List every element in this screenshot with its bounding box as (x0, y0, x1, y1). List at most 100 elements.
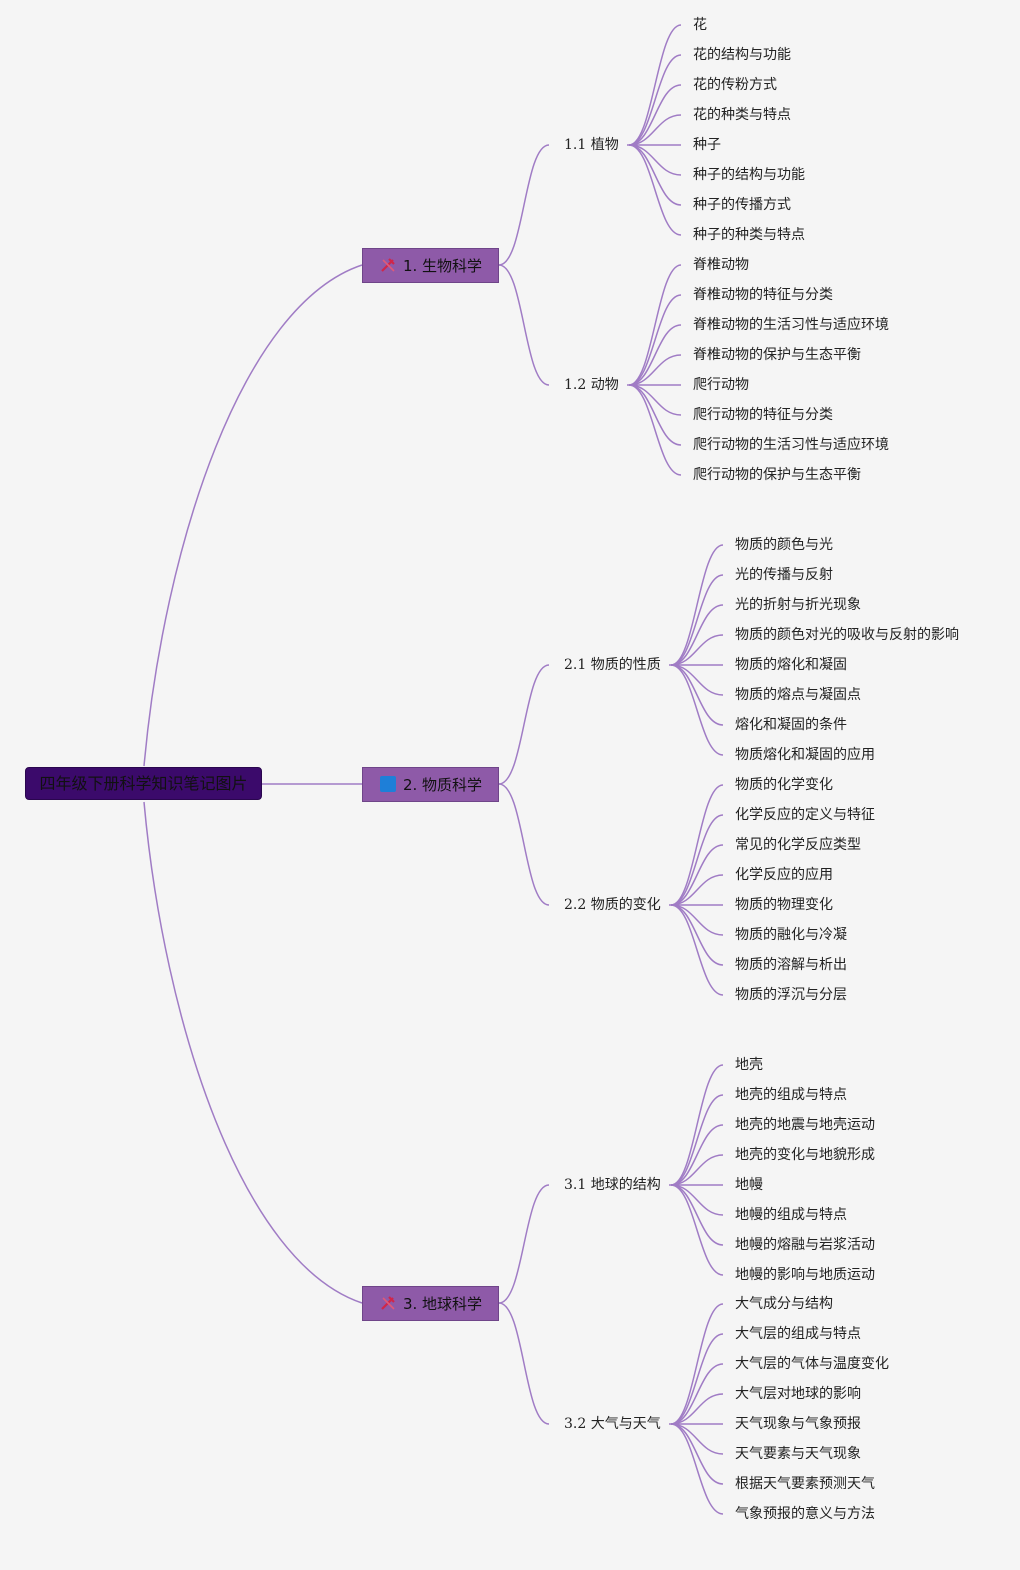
sub-to-leaf-line (670, 664, 724, 726)
leaf-topic: 地幔的熔融与岩浆活动 (735, 1237, 875, 1253)
leaf-topic: 物质的化学变化 (735, 777, 833, 793)
tools-icon (379, 256, 397, 274)
sub-to-leaf-line (628, 54, 682, 146)
leaf-topic: 脊椎动物 (693, 257, 749, 273)
sub-to-leaf-line (670, 1154, 724, 1186)
branch-to-sub-line (498, 264, 550, 386)
leaf-topic: 脊椎动物的保护与生态平衡 (693, 347, 861, 363)
leaf-topic: 气象预报的意义与方法 (735, 1506, 875, 1522)
tools-icon (379, 1294, 397, 1312)
leaf-topic: 地壳的变化与地貌形成 (735, 1147, 875, 1163)
root-to-branch-line (143, 264, 363, 767)
leaf-topic: 熔化和凝固的条件 (735, 717, 847, 733)
leaf-topic: 地壳的组成与特点 (735, 1087, 847, 1103)
branch-node: 1. 生物科学 (362, 247, 499, 283)
sub-to-leaf-line (670, 574, 724, 666)
root-node: 四年级下册科学知识笔记图片 (25, 767, 262, 800)
leaf-topic: 物质的浮沉与分层 (735, 987, 847, 1003)
leaf-topic: 爬行动物的保护与生态平衡 (693, 467, 861, 483)
leaf-topic: 种子 (693, 137, 721, 153)
sub-to-leaf-line (670, 844, 724, 906)
sub-to-leaf-line (670, 784, 724, 906)
leaf-topic: 花的结构与功能 (693, 47, 791, 63)
leaf-topic: 花的传粉方式 (693, 77, 777, 93)
branch-to-sub-line (498, 783, 550, 906)
blue-square-icon (379, 775, 397, 793)
leaf-topic: 物质的熔点与凝固点 (735, 687, 861, 703)
leaf-topic: 爬行动物 (693, 377, 749, 393)
sub-topic: 2.2 物质的变化 (564, 897, 661, 913)
leaf-topic: 物质的颜色与光 (735, 537, 833, 553)
leaf-topic: 根据天气要素预测天气 (735, 1476, 875, 1492)
sub-to-leaf-line (628, 294, 682, 386)
leaf-topic: 种子的种类与特点 (693, 227, 805, 243)
sub-to-leaf-line (628, 84, 682, 146)
leaf-topic: 地幔的影响与地质运动 (735, 1267, 875, 1283)
leaf-topic: 光的折射与折光现象 (735, 597, 861, 613)
sub-topic: 1.1 植物 (564, 137, 619, 153)
branch-label: 3. 地球科学 (402, 1294, 483, 1313)
sub-to-leaf-line (628, 384, 682, 476)
root-to-branch-line (143, 801, 363, 1304)
leaf-topic: 爬行动物的特征与分类 (693, 407, 833, 423)
sub-to-leaf-line (670, 604, 724, 666)
leaf-topic: 常见的化学反应类型 (735, 837, 861, 853)
sub-to-leaf-line (670, 1064, 724, 1186)
sub-to-leaf-line (628, 114, 682, 146)
leaf-topic: 爬行动物的生活习性与适应环境 (693, 437, 889, 453)
leaf-topic: 天气现象与气象预报 (735, 1416, 861, 1432)
leaf-topic: 物质熔化和凝固的应用 (735, 747, 875, 763)
leaf-topic: 大气层的组成与特点 (735, 1326, 861, 1342)
sub-topic: 3.1 地球的结构 (564, 1177, 661, 1193)
leaf-topic: 地幔的组成与特点 (735, 1207, 847, 1223)
leaf-topic: 种子的结构与功能 (693, 167, 805, 183)
branch-node: 2. 物质科学 (362, 766, 499, 802)
leaf-topic: 地壳的地震与地壳运动 (735, 1117, 875, 1133)
sub-to-leaf-line (670, 1124, 724, 1186)
branch-to-sub-line (498, 1184, 550, 1304)
leaf-topic: 物质的溶解与析出 (735, 957, 847, 973)
leaf-topic: 物质的颜色对光的吸收与反射的影响 (735, 627, 959, 643)
sub-to-leaf-line (670, 1184, 724, 1276)
sub-to-leaf-line (670, 1094, 724, 1186)
branch-to-sub-line (498, 144, 550, 266)
leaf-topic: 花的种类与特点 (693, 107, 791, 123)
leaf-topic: 物质的融化与冷凝 (735, 927, 847, 943)
branch-to-sub-line (498, 664, 550, 785)
leaf-topic: 种子的传播方式 (693, 197, 791, 213)
sub-to-leaf-line (628, 144, 682, 206)
sub-to-leaf-line (670, 664, 724, 756)
leaf-topic: 化学反应的定义与特征 (735, 807, 875, 823)
sub-to-leaf-line (628, 384, 682, 446)
sub-to-leaf-line (670, 1184, 724, 1246)
leaf-topic: 脊椎动物的生活习性与适应环境 (693, 317, 889, 333)
sub-to-leaf-line (670, 874, 724, 906)
sub-to-leaf-line (628, 324, 682, 386)
sub-to-leaf-line (670, 1333, 724, 1425)
sub-to-leaf-line (628, 144, 682, 236)
leaf-topic: 大气层对地球的影响 (735, 1386, 861, 1402)
sub-to-leaf-line (670, 1423, 724, 1515)
sub-to-leaf-line (670, 904, 724, 966)
sub-to-leaf-line (670, 1393, 724, 1425)
leaf-topic: 物质的物理变化 (735, 897, 833, 913)
sub-to-leaf-line (670, 1423, 724, 1485)
sub-to-leaf-line (628, 354, 682, 386)
leaf-topic: 大气成分与结构 (735, 1296, 833, 1312)
branch-label: 2. 物质科学 (402, 775, 483, 794)
sub-to-leaf-line (670, 1363, 724, 1425)
leaf-topic: 脊椎动物的特征与分类 (693, 287, 833, 303)
leaf-topic: 天气要素与天气现象 (735, 1446, 861, 1462)
sub-to-leaf-line (670, 1303, 724, 1425)
branch-to-sub-line (498, 1302, 550, 1425)
leaf-topic: 光的传播与反射 (735, 567, 833, 583)
sub-to-leaf-line (628, 264, 682, 386)
sub-topic: 3.2 大气与天气 (564, 1416, 661, 1432)
sub-to-leaf-line (670, 544, 724, 666)
sub-to-leaf-line (670, 814, 724, 906)
sub-to-leaf-line (670, 634, 724, 666)
leaf-topic: 化学反应的应用 (735, 867, 833, 883)
leaf-topic: 花 (693, 17, 707, 33)
sub-topic: 2.1 物质的性质 (564, 657, 661, 673)
